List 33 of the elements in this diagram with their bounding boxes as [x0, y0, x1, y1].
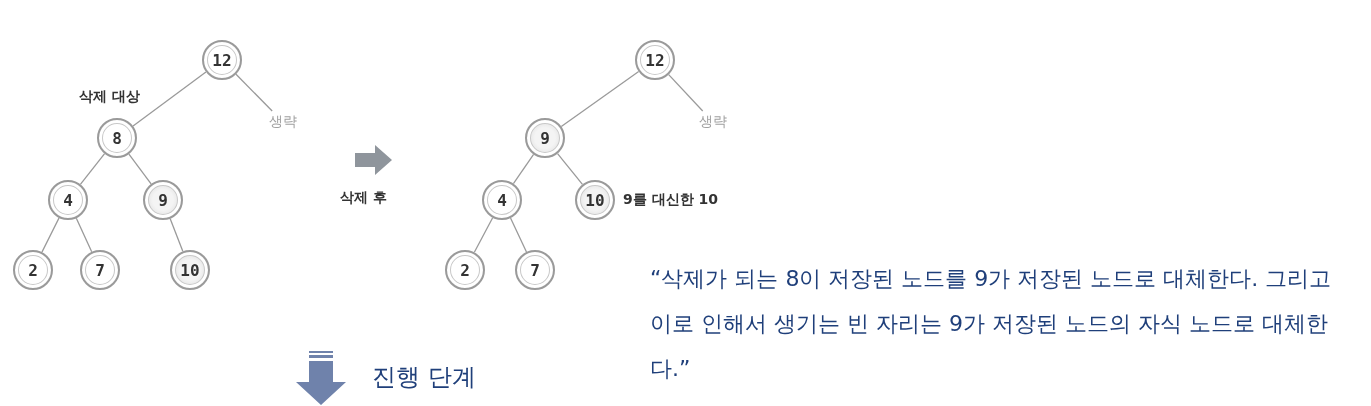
tree-edge [509, 217, 528, 253]
quote-note: “삭제가 되는 8이 저장된 노드를 9가 저장된 노드로 대체한다. 그리고 이로 인해서 생기는 빈 자리는 9가 저장된 노드의 자식 노드로 대체한다.” [650, 265, 1333, 383]
tree-node-circle: 2 [445, 250, 485, 290]
tree-node-circle: 2 [13, 250, 53, 290]
step-caption: 진행 단계 [372, 362, 476, 393]
tree-node-circle: 10 [170, 250, 210, 290]
tree-edge [235, 73, 273, 112]
arrow-caption: 삭제 후 [340, 189, 387, 207]
tree-edge [512, 153, 535, 185]
tree-edge [473, 217, 494, 253]
tree-edge [668, 73, 704, 112]
tree-node-circle: 9 [525, 118, 565, 158]
tree-edge [75, 217, 93, 253]
tree-node-circle: 4 [48, 180, 88, 220]
tree-node-circle: 12 [635, 40, 675, 80]
tree-node-circle: 7 [80, 250, 120, 290]
node-annotation: 9를 대신한 10 [623, 191, 718, 209]
tree-node-circle: 7 [515, 250, 555, 290]
tree-node-circle: 9 [143, 180, 183, 220]
node-text: 생략 [261, 111, 305, 133]
tree-edge [556, 152, 584, 186]
tree-edge [560, 70, 640, 128]
tree-edge [169, 218, 184, 252]
tree-edge [128, 153, 152, 185]
tree-node-circle: 8 [97, 118, 137, 158]
tree-node-circle: 4 [482, 180, 522, 220]
node-annotation: 삭제 대상 [79, 88, 140, 106]
node-text: 생략 [691, 111, 735, 133]
tree-node-circle: 12 [202, 40, 242, 80]
tree-node-circle: 10 [575, 180, 615, 220]
tree-edge [41, 217, 60, 253]
tree-edge [79, 153, 106, 185]
tree-edge [132, 71, 207, 127]
